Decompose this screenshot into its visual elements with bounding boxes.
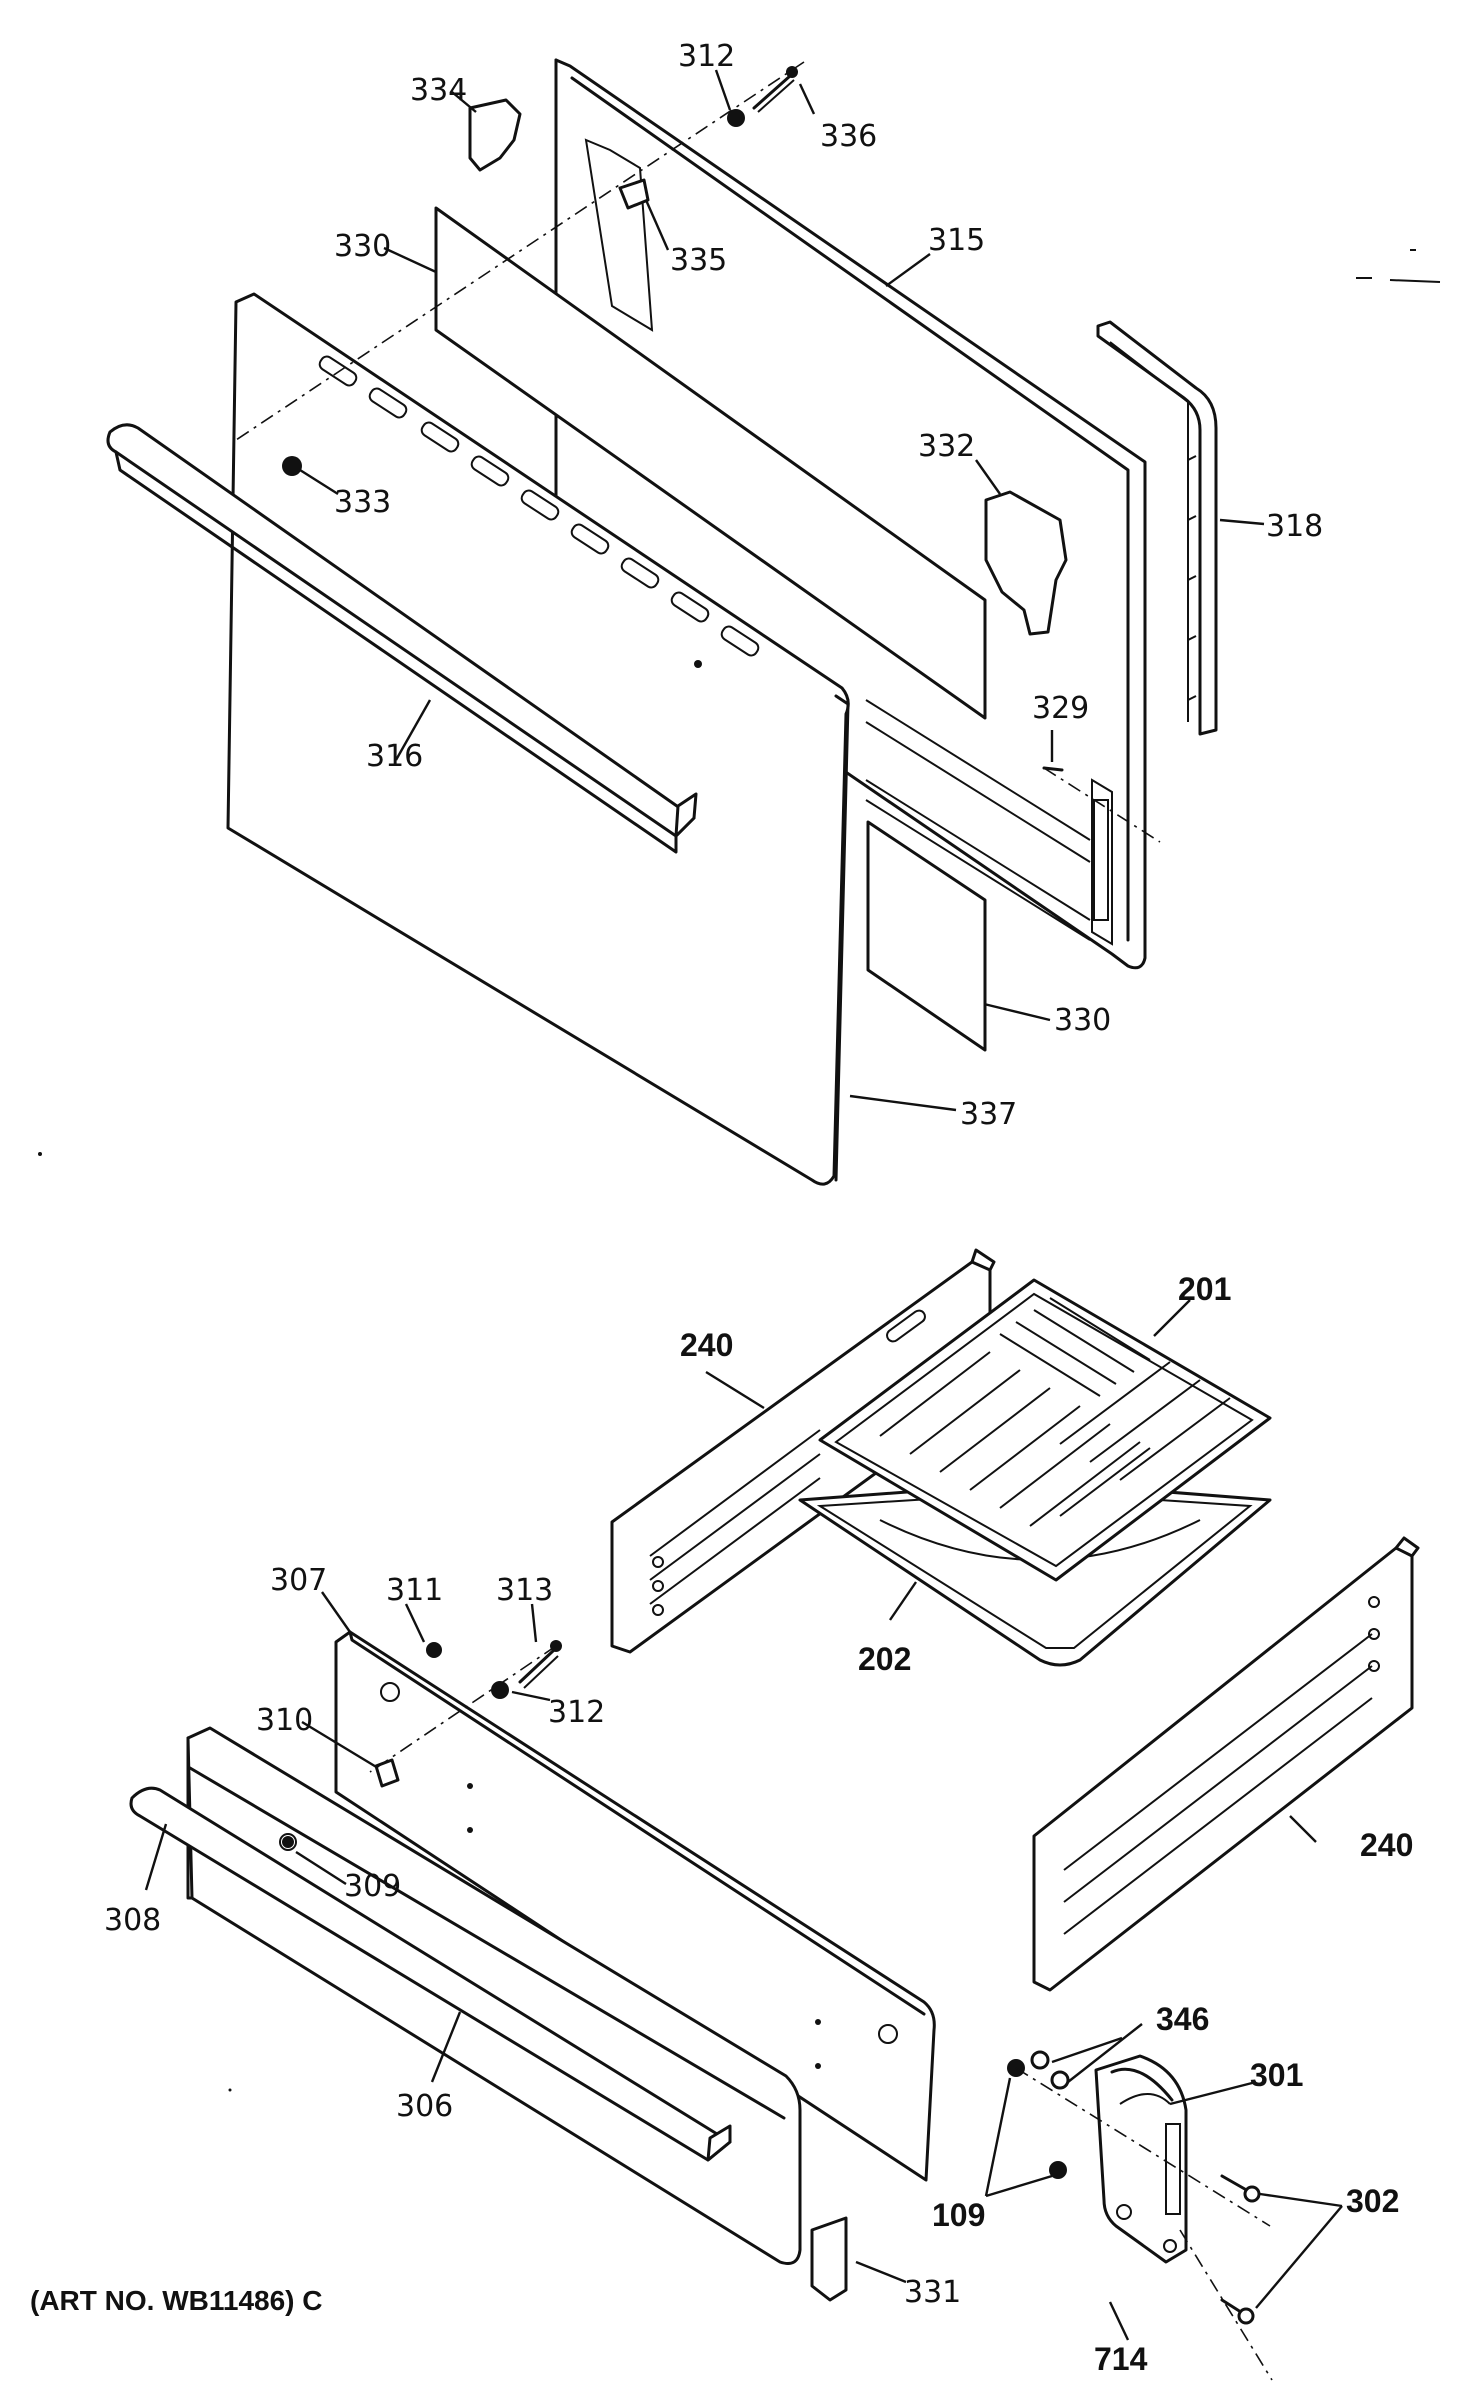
door-vent-baffle: [984, 490, 1068, 636]
door-stop-pin: [618, 178, 650, 210]
part-label-316: 316: [366, 739, 423, 774]
part-label-336: 336: [820, 119, 877, 154]
part-label-337: 337: [960, 1097, 1017, 1132]
part-label-312-lower: 312: [548, 1695, 605, 1730]
door-clip: [468, 98, 522, 172]
drawer-screw: [518, 1640, 562, 1689]
part-label-333: 333: [334, 485, 391, 520]
part-label-329: 329: [1032, 691, 1089, 726]
part-label-334: 334: [410, 73, 467, 108]
part-label-302: 302: [1346, 2183, 1399, 2219]
part-label-332: 332: [918, 429, 975, 464]
part-label-335: 335: [670, 243, 727, 278]
part-label-309: 309: [344, 1869, 401, 1904]
part-label-346: 346: [1156, 2001, 1209, 2037]
hinge-screw-upper: [1220, 2174, 1261, 2203]
part-label-311: 311: [386, 1573, 443, 1608]
part-label-307: 307: [270, 1563, 327, 1598]
part-label-308: 308: [104, 1903, 161, 1938]
hinge-washer-a: [1030, 2050, 1050, 2070]
hinge-nut-b: [1049, 2161, 1067, 2179]
art-number-caption: (ART NO. WB11486) C: [30, 2285, 323, 2316]
door-screw: [282, 456, 302, 476]
part-labels: 312 334 336 330 335 315 332 318 333 329 …: [104, 39, 1413, 2377]
part-label-330-upper: 330: [334, 229, 391, 264]
drawer-handle: [129, 1786, 732, 2162]
part-label-301: 301: [1250, 2057, 1303, 2093]
drawer-nut: [426, 1642, 442, 1658]
lower-insulation-pad: [866, 820, 987, 1052]
drawer-spacer: [374, 1758, 400, 1788]
part-label-201: 201: [1178, 1271, 1231, 1307]
part-label-109: 109: [932, 2197, 985, 2233]
drawer-washer: [491, 1681, 509, 1699]
broiler-grid: [818, 1278, 1272, 1582]
door-hinge: [1094, 2054, 1188, 2264]
drawer-inner-panel: [334, 1630, 936, 2182]
drawer-screw-small: [282, 1836, 294, 1848]
part-label-312-top: 312: [678, 39, 735, 74]
hinge-screw: [1042, 766, 1064, 772]
hinge-washer-b: [1050, 2070, 1070, 2090]
part-label-240-upper: 240: [680, 1327, 733, 1363]
part-label-331: 331: [904, 2275, 961, 2310]
part-label-315: 315: [928, 223, 985, 258]
part-label-202: 202: [858, 1641, 911, 1677]
leader-lines: [144, 69, 1343, 2341]
right-side-rail-panel: [1032, 1536, 1420, 1992]
part-label-330-lower: 330: [1054, 1003, 1111, 1038]
part-label-310: 310: [256, 1703, 313, 1738]
upper-insulation-pad: [434, 206, 987, 720]
hinge-screw-lower: [1220, 2298, 1255, 2325]
part-label-313: 313: [496, 1573, 553, 1608]
drawer-bracket: [810, 2216, 848, 2302]
part-label-306: 306: [396, 2089, 453, 2124]
screw-and-washer: [727, 66, 798, 127]
part-label-714: 714: [1094, 2341, 1148, 2377]
door-handle: [106, 423, 698, 854]
part-label-240-lower: 240: [1360, 1827, 1413, 1863]
door-vent-slots: [318, 355, 760, 657]
broiler-grid-slots: [879, 1297, 1231, 1527]
door-gasket: [1096, 320, 1218, 736]
part-label-318: 318: [1266, 509, 1323, 544]
